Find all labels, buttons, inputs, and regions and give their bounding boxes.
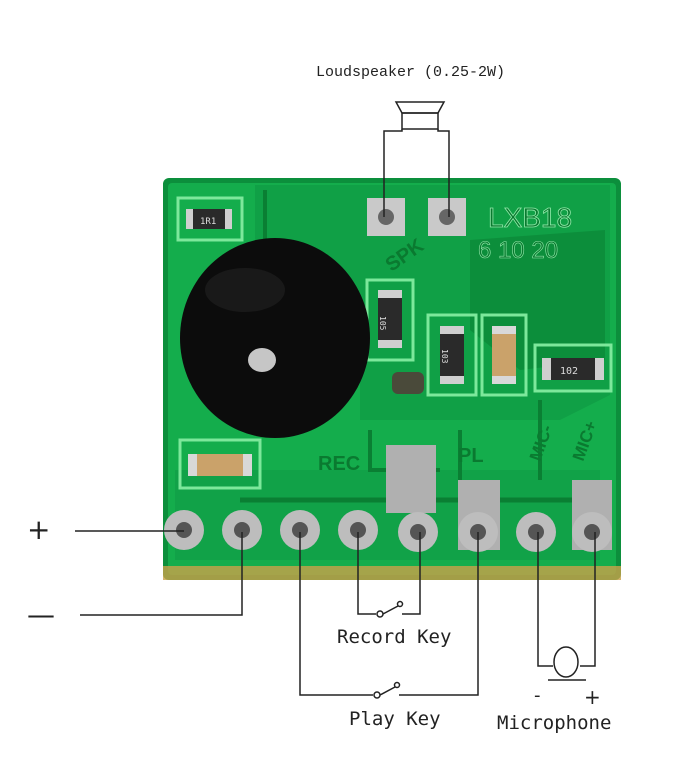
capacitor-c2 [178,438,262,490]
solder-blob [392,372,424,394]
resistor-r2: 105 [365,278,415,362]
chip-blob [180,238,370,438]
power-minus-label: — [27,598,55,631]
record-key-switch [357,532,421,618]
speaker-pads [367,198,466,236]
svg-text:1R1: 1R1 [200,217,216,227]
svg-text:105: 105 [378,316,387,331]
mic-plus-label: + [584,685,601,709]
durations-silk: 6 10 20 [478,237,558,264]
loudspeaker-label: Loudspeaker (0.25-2W) [316,64,506,81]
power-wires [75,530,243,616]
play-key-switch [299,532,479,699]
edge-pads [164,445,612,552]
play-key-label: Play Key [349,708,441,730]
svg-text:102: 102 [560,366,578,377]
resistor-r1: 1R1 [176,196,244,242]
pl-silk: PL [458,445,484,467]
model-silk: LXB18 [488,202,572,233]
resistor-r3: 103 [426,313,478,397]
resistor-r4: 102 [533,343,613,393]
power-plus-label: + [27,513,51,546]
microphone-label: Microphone [497,712,612,734]
loudspeaker-icon [383,101,450,217]
svg-text:103: 103 [440,349,449,364]
capacitor-c1 [480,313,528,397]
rec-silk: REC [318,453,360,475]
microphone-icon [537,532,596,681]
mic-minus-label: - [534,685,541,706]
record-key-label: Record Key [337,626,452,648]
